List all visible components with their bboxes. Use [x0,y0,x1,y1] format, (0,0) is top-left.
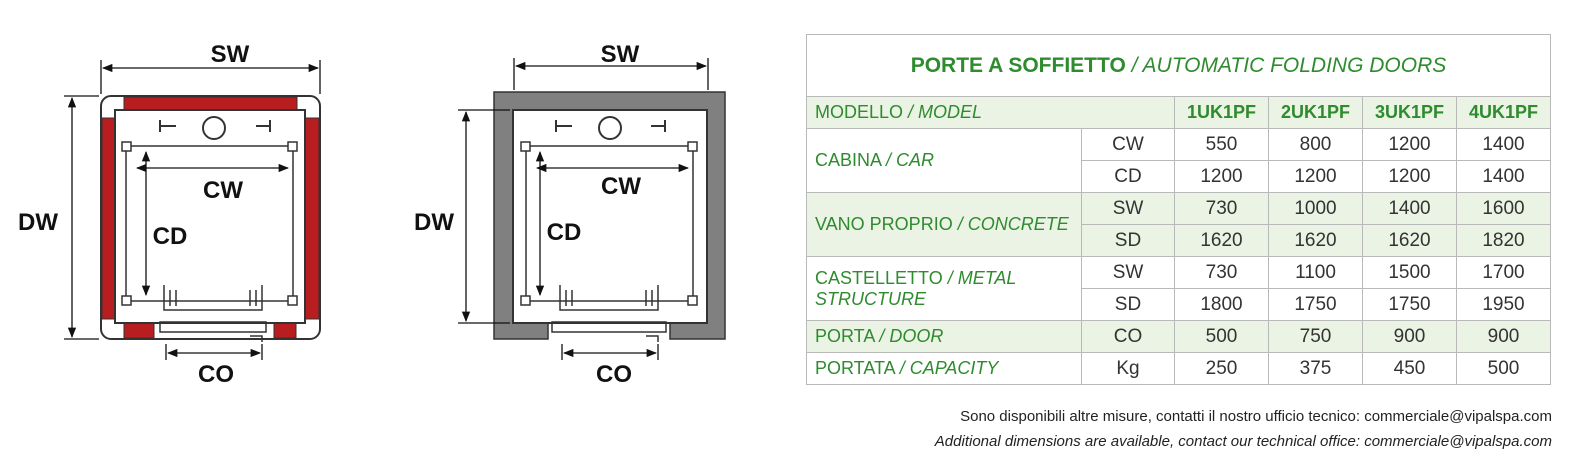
value-cell: 250 [1174,352,1269,385]
specifications-table: PORTE A SOFFIETTO / AUTOMATIC FOLDING DO… [806,34,1551,385]
group-label: CABINA / CAR [806,128,1082,193]
value-cell: 750 [1268,320,1363,353]
row-sublabel: SD [1081,288,1175,321]
car-outline [114,109,306,324]
row-sublabel: CO [1081,320,1175,353]
value-cell: 1500 [1362,256,1457,289]
value-cell: 1620 [1174,224,1269,257]
co-label: CO [596,361,632,388]
value-cell: 1750 [1268,288,1363,321]
row-sublabel: CW [1081,128,1175,161]
table-title-en: / AUTOMATIC FOLDING DOORS [1131,53,1447,77]
row-sublabel: Kg [1081,352,1175,385]
model-header-row: MODELLO / MODEL 1UK1PF 2UK1PF 3UK1PF 4UK… [806,96,1551,129]
footnote-english: Additional dimensions are available, con… [934,433,1552,450]
row-sublabel: SD [1081,224,1175,257]
value-cell: 1820 [1456,224,1551,257]
guide-rail-icon [555,120,666,132]
value-cell: 1000 [1268,192,1363,225]
table-title-it: PORTE A SOFFIETTO [910,53,1126,77]
row-sublabel: SW [1081,256,1175,289]
value-cell: 1200 [1174,160,1269,193]
value-cell: 450 [1362,352,1457,385]
car-outline [512,109,708,324]
folding-door-icon [551,285,667,342]
counterweight-icon [598,116,622,140]
value-cell: 500 [1174,320,1269,353]
dw-label: DW [18,209,58,236]
group-label: VANO PROPRIO / CONCRETE [806,192,1082,257]
metal-frame-panels [101,96,320,339]
folding-door-icon [159,285,267,342]
value-cell: 1620 [1268,224,1363,257]
value-cell: 1620 [1362,224,1457,257]
model-label: MODELLO / MODEL [806,96,1175,129]
value-cell: 730 [1174,192,1269,225]
group-label: CASTELLETTO / METAL STRUCTURE [806,256,1082,321]
value-cell: 1400 [1362,192,1457,225]
car-interior [525,145,694,302]
value-cell: 1400 [1456,160,1551,193]
value-cell: 1200 [1362,128,1457,161]
cw-label: CW [601,173,641,200]
group-label: PORTA / DOOR [806,320,1082,353]
value-cell: 1200 [1268,160,1363,193]
sw-label: SW [601,41,640,68]
value-cell: 1100 [1268,256,1363,289]
model-3: 3UK1PF [1362,96,1457,129]
value-cell: 1600 [1456,192,1551,225]
value-cell: 1750 [1362,288,1457,321]
value-cell: 1700 [1456,256,1551,289]
cd-label: CD [153,223,188,250]
value-cell: 1950 [1456,288,1551,321]
metal-structure-diagram: SW DW CW CD CO [0,0,340,400]
value-cell: 1200 [1362,160,1457,193]
model-1: 1UK1PF [1174,96,1269,129]
value-cell: 550 [1174,128,1269,161]
group-label: PORTATA / CAPACITY [806,352,1082,385]
concrete-shaft-diagram: SW DW CW CD CO [400,0,740,400]
value-cell: 900 [1456,320,1551,353]
row-sublabel: CD [1081,160,1175,193]
co-label: CO [198,361,234,388]
dw-label: DW [414,209,454,236]
row-sublabel: SW [1081,192,1175,225]
guide-rail-icon [159,120,271,132]
value-cell: 1400 [1456,128,1551,161]
value-cell: 500 [1456,352,1551,385]
table-title: PORTE A SOFFIETTO / AUTOMATIC FOLDING DO… [806,34,1551,97]
cd-label: CD [547,219,582,246]
footnote-italian: Sono disponibili altre misure, contatti … [960,408,1552,425]
model-4: 4UK1PF [1456,96,1551,129]
model-2: 2UK1PF [1268,96,1363,129]
value-cell: 730 [1174,256,1269,289]
value-cell: 375 [1268,352,1363,385]
counterweight-icon [202,116,226,140]
value-cell: 900 [1362,320,1457,353]
cw-label: CW [203,177,243,204]
value-cell: 800 [1268,128,1363,161]
car-interior [125,145,294,302]
value-cell: 1800 [1174,288,1269,321]
sw-label: SW [211,41,250,68]
